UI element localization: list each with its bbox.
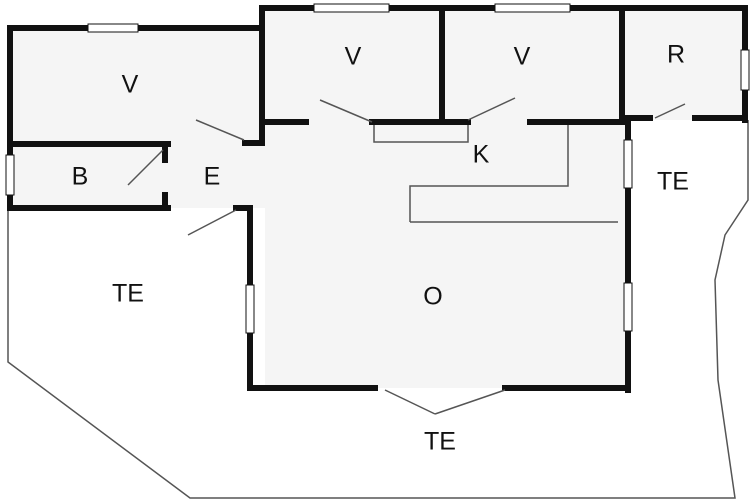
room-label-bathroom: B [72, 163, 89, 191]
room-label-terrace-right: TE [657, 168, 689, 196]
room-label-entrance: E [204, 163, 221, 191]
room-label-bedroom-mid: V [345, 43, 362, 71]
doors [127, 97, 686, 415]
room-label-terrace-bottom: TE [424, 428, 456, 456]
room-label-bedroom-right: V [514, 43, 531, 71]
floor-areas [10, 8, 745, 388]
room-label-living: O [423, 283, 442, 311]
terrace-outline [7, 120, 749, 499]
room-label-bedroom-left: V [122, 71, 139, 99]
windows [5, 3, 750, 334]
room-label-storage: R [667, 41, 685, 69]
room-label-terrace-left: TE [112, 280, 144, 308]
room-label-kitchen: K [473, 141, 490, 169]
